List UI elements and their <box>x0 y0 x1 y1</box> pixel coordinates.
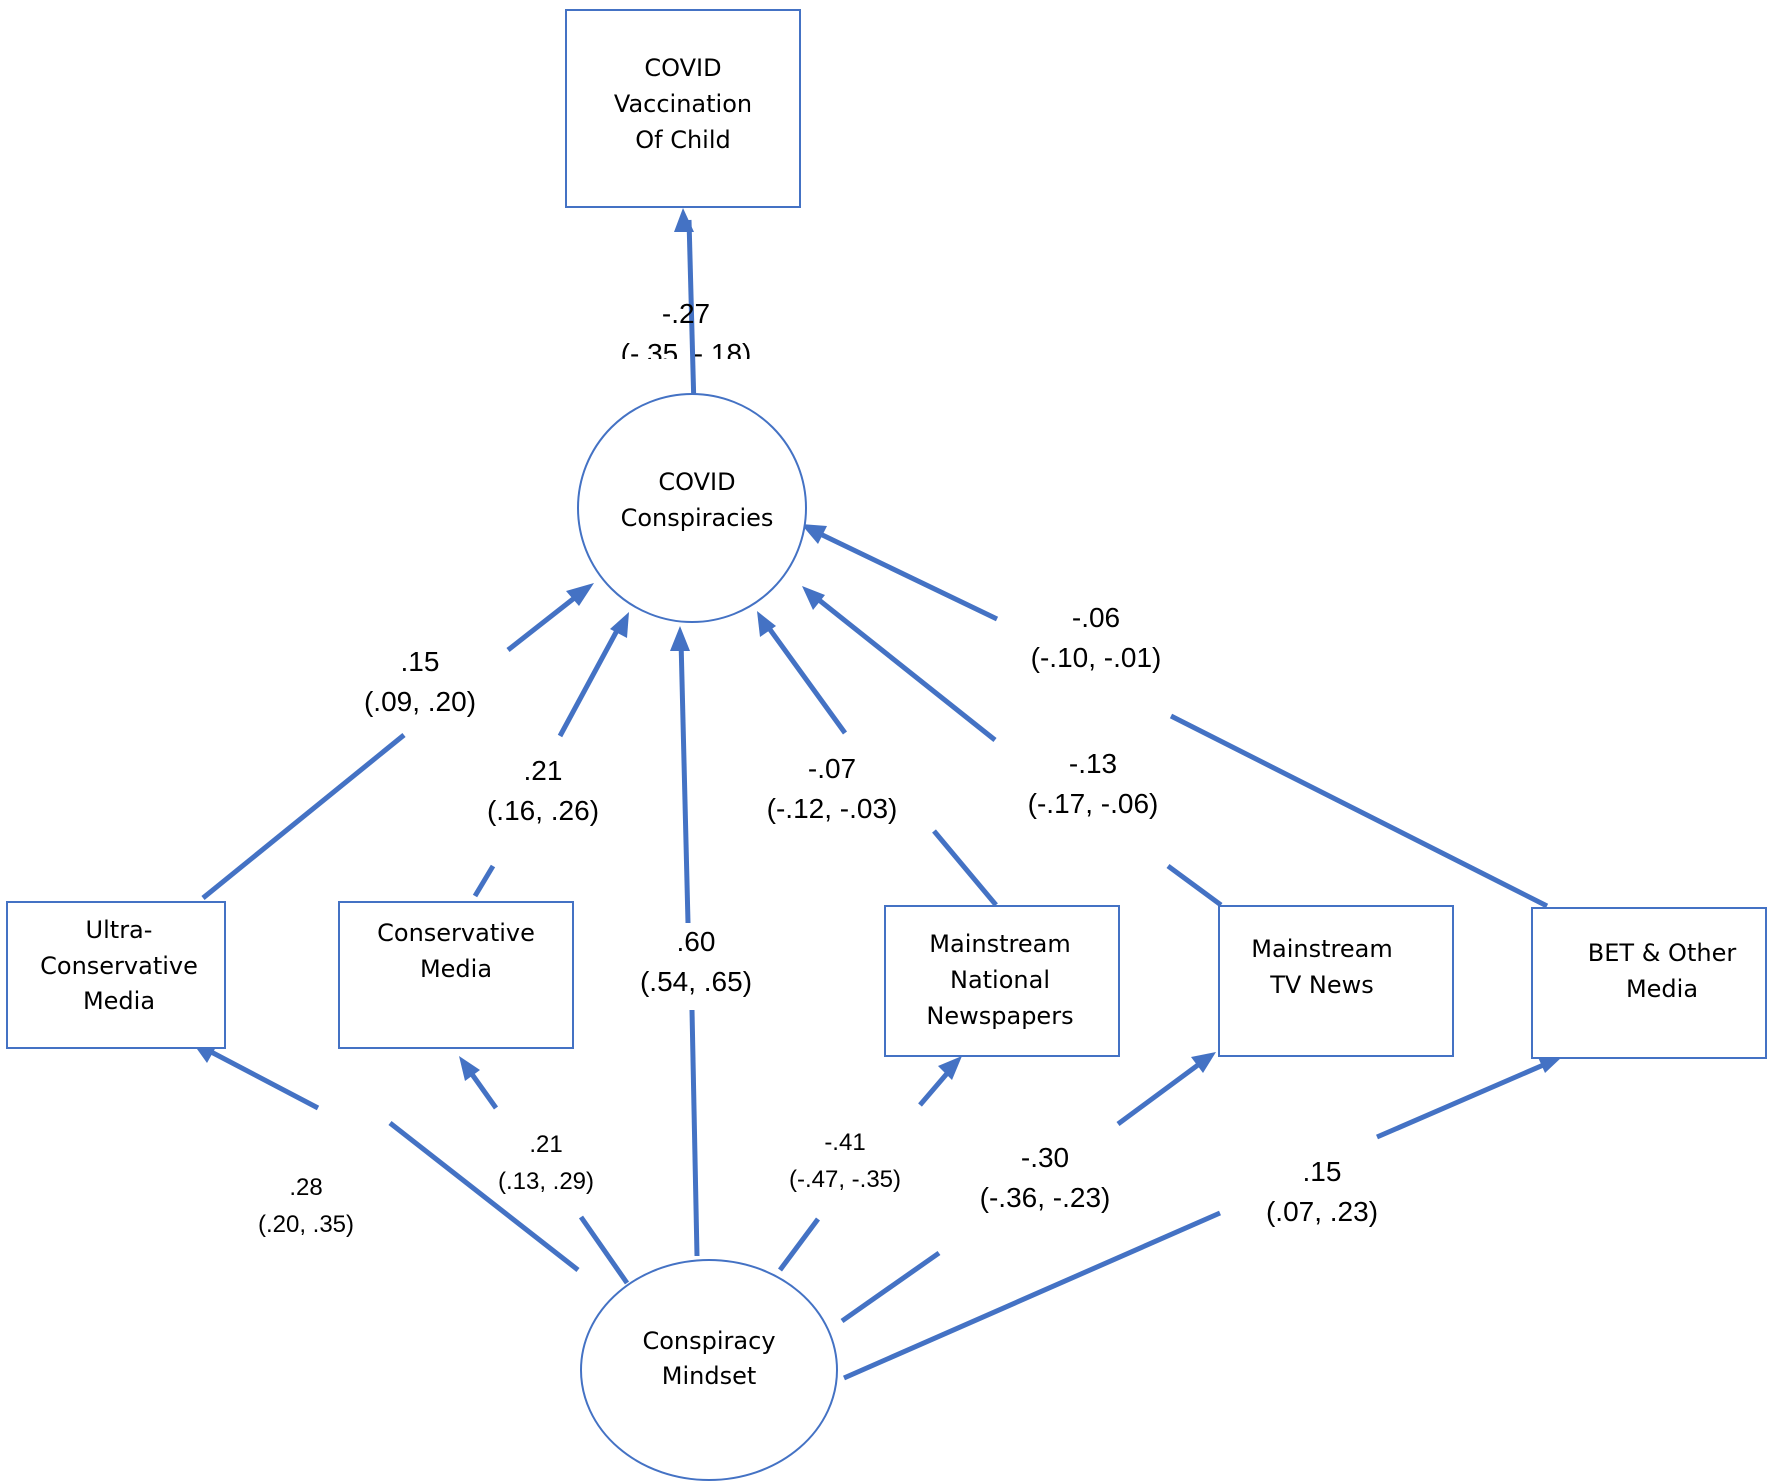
label-ultra-to-conspiracies-estimate: .15 <box>401 646 440 677</box>
label-conspiracies-to-vaccination-estimate: -.27 <box>662 298 710 329</box>
label-bet-to-conspiracies-estimate: -.06 <box>1072 602 1120 633</box>
edge-mindset-to-conspiracies-upper <box>678 639 691 924</box>
edge-mindset-to-tvnews-upper <box>1116 1059 1204 1127</box>
node-covid-conspiracies: COVID Conspiracies <box>577 393 807 623</box>
label-mindset-to-newspapers-estimate: -.41 <box>824 1129 865 1156</box>
label-newspapers-to-conspiracies-estimate: -.07 <box>808 753 856 784</box>
label-mindset-to-conservative-ci: (.13, .29) <box>498 1168 594 1195</box>
label-mindset-to-conservative-estimate: .21 <box>529 1131 562 1158</box>
edge-conservative-to-conspiracies-upper <box>557 623 623 738</box>
edge-bet-to-conspiracies-lower <box>1169 713 1549 909</box>
node-box <box>1531 907 1767 1059</box>
label-mindset-to-bet-ci: (.07, .23) <box>1266 1196 1378 1227</box>
edge-mindset-to-bet-upper <box>1376 1060 1549 1140</box>
label-conservative-to-conspiracies-ci: (.16, .26) <box>487 795 599 826</box>
edge-newspapers-to-conspiracies-upper <box>763 622 848 735</box>
arrowhead-mindset-to-bet <box>1537 1055 1563 1073</box>
label-conservative-to-conspiracies-estimate: .21 <box>524 755 563 786</box>
edge-tvnews-to-conspiracies-upper <box>812 594 997 742</box>
label-tvnews-to-conspiracies-estimate: -.13 <box>1069 748 1117 779</box>
node-label-line: COVID <box>658 468 735 496</box>
node-box <box>1218 905 1454 1057</box>
label-conspiracies-to-vaccination-ci: (-.35, -.18) <box>621 338 752 369</box>
edge-mindset-to-bet-lower <box>842 1210 1222 1381</box>
arrowhead-to-vaccination <box>674 208 694 232</box>
node-box <box>6 901 226 1049</box>
label-mindset-to-tvnews-ci: (-.36, -.23) <box>980 1182 1111 1213</box>
node-covid-vaccination: COVID Vaccination Of Child <box>565 9 801 208</box>
node-ultra-conservative-media: Ultra- Conservative Media <box>6 901 226 1049</box>
node-mainstream-tv-news: Mainstream TV News <box>1218 905 1454 1057</box>
node-label-line: Mindset <box>662 1362 757 1390</box>
edge-bet-to-conspiracies-upper <box>810 527 999 622</box>
edge-mindset-to-conspiracies-lower <box>689 1009 700 1257</box>
label-newspapers-to-conspiracies-ci: (-.12, -.03) <box>767 793 898 824</box>
edge-ultra-to-conspiracies-upper <box>506 590 584 652</box>
node-label-line: Of Child <box>635 126 731 154</box>
node-label-line: Conspiracies <box>621 504 774 532</box>
node-conservative-media: Conservative Media <box>338 901 574 1049</box>
node-label-line: TV News <box>1269 971 1374 999</box>
edge-conservative-to-conspiracies-lower <box>472 864 496 898</box>
node-label-line: National <box>950 966 1050 994</box>
edge-mindset-to-conservative-lower <box>578 1215 630 1285</box>
label-mindset-to-ultra-estimate: .28 <box>289 1174 322 1201</box>
label-mindset-to-bet-estimate: .15 <box>1303 1156 1342 1187</box>
edge-tvnews-to-conspiracies-lower <box>1166 863 1223 908</box>
arrowhead-ultra-to-conspiracies <box>566 583 594 606</box>
node-label-line: COVID <box>644 54 721 82</box>
arrowhead-mindset-to-conservative <box>459 1056 480 1081</box>
edge-mindset-to-newspapers-upper <box>918 1068 952 1107</box>
arrowhead-mindset-to-newspapers <box>938 1056 962 1080</box>
node-conspiracy-mindset: Conspiracy Mindset <box>580 1259 838 1481</box>
node-label-line: Media <box>1626 975 1698 1003</box>
node-label-line: Newspapers <box>926 1002 1073 1030</box>
node-mainstream-national-newspapers: Mainstream National Newspapers <box>884 905 1120 1057</box>
edges <box>194 219 1549 1381</box>
edge-mindset-to-newspapers-lower <box>777 1217 821 1272</box>
label-tvnews-to-conspiracies-ci: (-.17, -.06) <box>1028 788 1159 819</box>
label-mindset-to-newspapers-ci: (-.47, -.35) <box>789 1166 901 1193</box>
node-label-line: Conservative <box>377 919 535 947</box>
arrowhead-newspapers-to-conspiracies <box>757 611 776 637</box>
edge-mindset-to-conservative-upper <box>466 1068 499 1110</box>
node-label-line: Conspiracy <box>642 1327 775 1355</box>
arrowhead-mindset-to-conspiracies <box>670 626 690 651</box>
edge-conspiracies-to-vaccination <box>686 219 697 409</box>
arrowhead-bet-to-conspiracies <box>801 524 827 544</box>
arrowhead-mindset-to-tvnews <box>1191 1052 1216 1073</box>
edge-ultra-to-conspiracies-lower <box>201 733 406 900</box>
label-mindset-to-tvnews-estimate: -.30 <box>1021 1142 1069 1173</box>
node-circle <box>580 1259 838 1481</box>
edge-mindset-to-tvnews-lower <box>840 1250 941 1324</box>
node-label-line: Media <box>83 987 155 1015</box>
node-box <box>565 9 801 208</box>
edge-newspapers-to-conspiracies-lower <box>932 829 998 907</box>
node-label-line: Mainstream <box>929 930 1070 958</box>
edge-mindset-to-ultra-true-upper <box>194 1041 320 1111</box>
node-label-line: Vaccination <box>614 90 752 118</box>
node-label-line: BET & Other <box>1588 939 1737 967</box>
label-mindset-to-conspiracies-ci: (.54, .65) <box>640 966 752 997</box>
node-label-line: Mainstream <box>1251 935 1392 963</box>
node-label-line: Media <box>420 955 492 983</box>
node-box <box>338 901 574 1049</box>
node-box <box>884 905 1120 1057</box>
edge-mindset-to-ultra-lower <box>388 1121 580 1272</box>
node-label-line: Ultra- <box>86 916 153 944</box>
node-label-line: Conservative <box>40 952 198 980</box>
arrowhead-tvnews-to-conspiracies <box>802 586 825 610</box>
label-ultra-to-conspiracies-ci: (.09, .20) <box>364 686 476 717</box>
node-bet-other-media: BET & Other Media <box>1531 907 1767 1059</box>
label-mindset-to-ultra-ci: (.20, .35) <box>258 1211 354 1238</box>
path-labels: -.27 (-.35, -.18) .15 (.09, .20) .21 (.1… <box>258 298 1378 1238</box>
label-mindset-to-conspiracies-estimate: .60 <box>677 926 716 957</box>
arrowhead-conservative-to-conspiracies <box>610 612 629 638</box>
node-circle <box>577 393 807 623</box>
label-bet-to-conspiracies-ci: (-.10, -.01) <box>1031 642 1162 673</box>
